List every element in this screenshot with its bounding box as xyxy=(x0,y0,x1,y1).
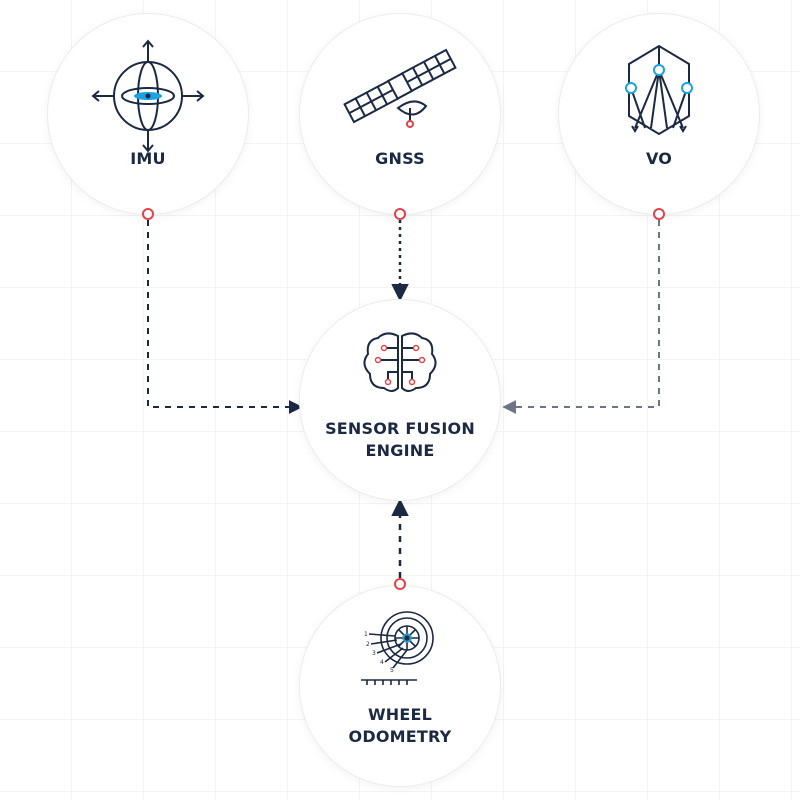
edge-vo-to-fusion xyxy=(502,220,660,414)
node-sensor-fusion-engine-label: SENSOR FUSION ENGINE xyxy=(325,419,475,460)
wheel-callout-2: 2 xyxy=(366,641,370,648)
wheel-callout-1: 1 xyxy=(364,631,368,638)
wheel-icon: 1 2 3 4 5 xyxy=(361,611,434,685)
wheel-callout-5: 5 xyxy=(390,667,394,674)
node-gnss-label: GNSS xyxy=(375,149,425,168)
node-wheel-odometry: 1 2 3 4 5 WHEEL ODOMETRY xyxy=(300,586,500,786)
node-vo: VO xyxy=(559,14,759,214)
edge-imu-to-fusion xyxy=(147,220,303,414)
node-imu: IMU xyxy=(48,14,248,214)
node-gnss: GNSS xyxy=(300,14,500,214)
wheel-callout-3: 3 xyxy=(372,650,376,657)
gyroscope-icon xyxy=(91,39,205,153)
node-imu-label: IMU xyxy=(130,149,166,168)
node-vo-label: VO xyxy=(645,149,673,168)
wheel-callout-4: 4 xyxy=(380,659,384,666)
node-wheel-odometry-label: WHEEL ODOMETRY xyxy=(348,705,452,746)
node-sensor-fusion-engine: SENSOR FUSION ENGINE xyxy=(300,300,500,500)
visual-odometry-cube-icon xyxy=(625,44,693,136)
satellite-icon xyxy=(343,48,457,128)
brain-circuit-icon xyxy=(363,332,437,392)
